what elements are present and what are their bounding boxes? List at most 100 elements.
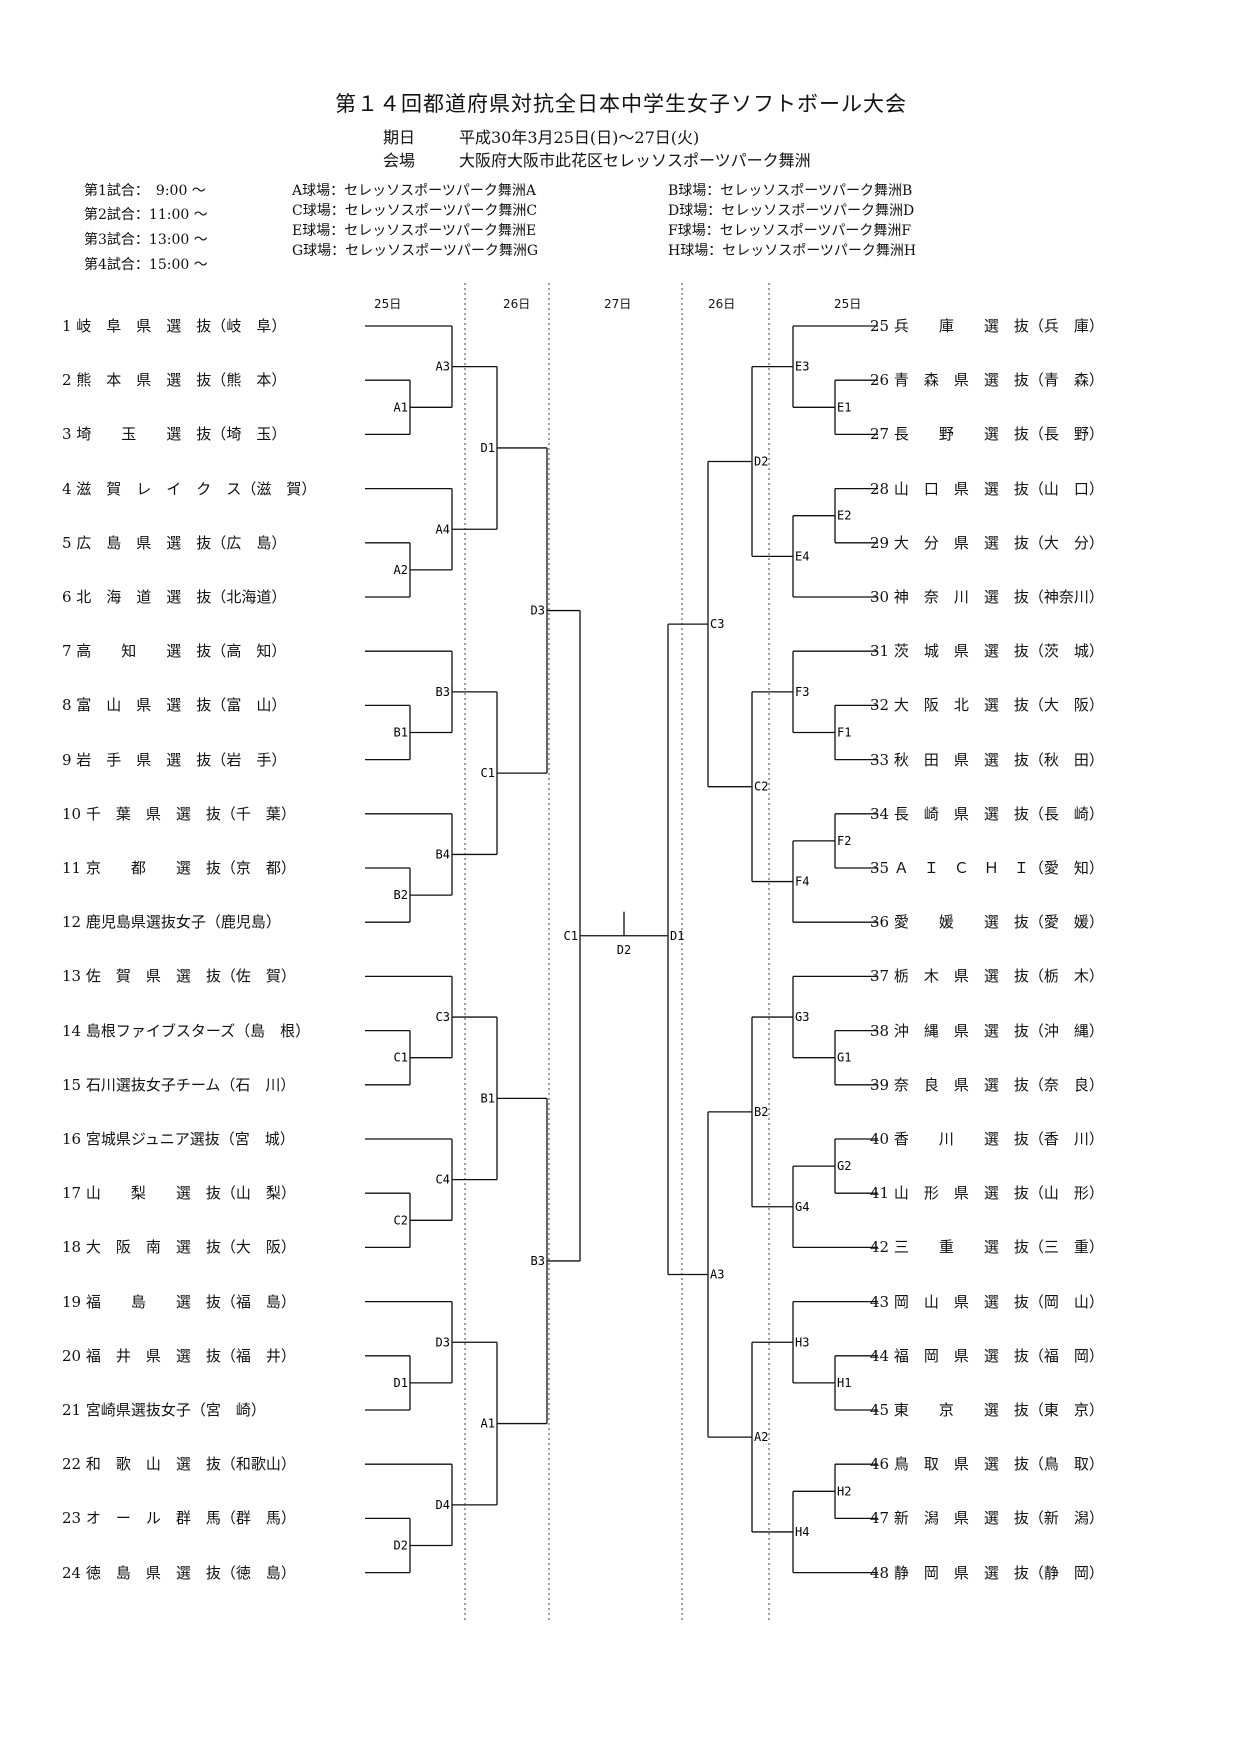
game-code: E4: [795, 549, 809, 563]
team-entry: 36 愛 媛 選 抜（愛 媛）: [870, 913, 1104, 932]
team-entry: 17 山 梨 選 抜（山 梨）: [62, 1184, 296, 1203]
team-entry: 26 青 森 県 選 抜（青 森）: [870, 371, 1104, 390]
team-entry: 45 東 京 選 抜（東 京）: [870, 1401, 1104, 1419]
game-code: D2: [617, 943, 631, 957]
game-code: C2: [394, 1213, 408, 1227]
day-header-right-r1: 25日: [834, 297, 862, 311]
team-entry: 10 千 葉 県 選 抜（千 葉）: [62, 804, 296, 823]
team-entry: 6 北 海 道 選 抜（北海道）: [62, 588, 287, 606]
field-b: B球場：セレッソスポーツパーク舞洲B: [668, 183, 913, 199]
field-h: H球場：セレッソスポーツパーク舞洲H: [668, 243, 917, 259]
game-code: C3: [710, 617, 724, 631]
game-code: G1: [837, 1051, 851, 1065]
game-code: C1: [564, 929, 578, 943]
game-code: A2: [394, 563, 408, 577]
team-entry: 34 長 崎 県 選 抜（長 崎）: [870, 804, 1104, 823]
game-code: A2: [754, 1430, 768, 1444]
game-code: B2: [394, 888, 408, 902]
game-code: E1: [837, 400, 851, 414]
game-code: A4: [436, 522, 450, 536]
game-code: H2: [837, 1484, 851, 1498]
game-code: H3: [795, 1335, 809, 1349]
team-entry: 8 富 山 県 選 抜（富 山）: [62, 696, 287, 715]
game-code: E2: [837, 509, 851, 523]
game-code: D3: [436, 1335, 450, 1349]
game-code: B3: [531, 1254, 545, 1268]
schedule-game-1: 第1試合： 9:00 ～: [84, 183, 206, 199]
field-d: D球場：セレッソスポーツパーク舞洲D: [668, 203, 915, 219]
game-code: C3: [436, 1010, 450, 1024]
game-code: E3: [795, 360, 809, 374]
team-entry: 13 佐 賀 県 選 抜（佐 賀）: [62, 967, 296, 986]
game-code: F2: [837, 834, 851, 848]
game-code: F1: [837, 726, 851, 740]
game-code: D1: [394, 1376, 408, 1390]
game-code: B1: [481, 1091, 495, 1105]
team-entry: 22 和 歌 山 選 抜（和歌山）: [62, 1455, 296, 1474]
team-entry: 33 秋 田 県 選 抜（秋 田）: [870, 750, 1104, 769]
schedule-game-2: 第2試合：11:00 ～: [84, 207, 208, 223]
schedule-game-4: 第4試合：15:00 ～: [84, 257, 208, 273]
game-code: H4: [795, 1525, 809, 1539]
game-code: D1: [670, 929, 684, 943]
game-code: C1: [481, 766, 495, 780]
team-entry: 4 滋 賀 レ イ ク ス（滋 賀）: [62, 479, 317, 498]
day-header-left-r1: 25日: [374, 297, 402, 311]
field-f: F球場：セレッソスポーツパーク舞洲F: [668, 223, 912, 239]
game-code: D4: [436, 1498, 450, 1512]
field-a: A球場：セレッソスポーツパーク舞洲A: [292, 183, 536, 199]
team-entry: 2 熊 本 県 選 抜（熊 本）: [62, 371, 287, 390]
team-entry: 41 山 形 県 選 抜（山 形）: [870, 1184, 1104, 1203]
game-code: D2: [394, 1539, 408, 1553]
game-code: C1: [394, 1051, 408, 1065]
dates-label: 期日: [383, 128, 416, 147]
game-code: C4: [436, 1173, 450, 1187]
venue-value: 大阪府大阪市此花区セレッソスポーツパーク舞洲: [459, 151, 811, 170]
team-entry: 37 栃 木 県 選 抜（栃 木）: [870, 967, 1104, 986]
team-entry: 29 大 分 県 選 抜（大 分）: [870, 533, 1104, 552]
game-code: F3: [795, 685, 809, 699]
game-code: F4: [795, 875, 809, 889]
team-entry: 15 石川選抜女子チーム（石 川）: [62, 1075, 296, 1094]
game-code: G2: [837, 1159, 851, 1173]
team-entry: 43 岡 山 県 選 抜（岡 山）: [870, 1292, 1104, 1311]
team-entry: 11 京 都 選 抜（京 都）: [62, 859, 296, 877]
team-entry: 12 鹿児島県選抜女子（鹿児島）: [62, 913, 281, 932]
team-entry: 21 宮崎県選抜女子（宮 崎）: [62, 1401, 266, 1419]
team-entry: 35 Ａ Ｉ Ｃ Ｈ Ｉ（愛 知）: [870, 859, 1104, 877]
team-entry: 32 大 阪 北 選 抜（大 阪）: [870, 696, 1104, 715]
team-entry: 48 静 岡 県 選 抜（静 岡）: [870, 1563, 1104, 1582]
game-code: B1: [394, 726, 408, 740]
team-entry: 1 岐 阜 県 選 抜（岐 阜）: [62, 317, 287, 335]
field-g: G球場：セレッソスポーツパーク舞洲G: [292, 243, 539, 259]
team-entry: 44 福 岡 県 選 抜（福 岡）: [870, 1346, 1104, 1365]
venue-label: 会場: [383, 151, 416, 170]
team-entry: 14 島根ファイブスターズ（島 根）: [62, 1021, 311, 1040]
team-entry: 16 宮城県ジュニア選抜（宮 城）: [62, 1130, 295, 1148]
team-entry: 31 茨 城 県 選 抜（茨 城）: [870, 642, 1104, 661]
team-entry: 46 鳥 取 県 選 抜（鳥 取）: [870, 1455, 1104, 1474]
game-code: B2: [754, 1105, 768, 1119]
game-code: D3: [531, 604, 545, 618]
day-header-final: 27日: [604, 297, 632, 311]
team-entry: 30 神 奈 川 選 抜（神奈川）: [870, 588, 1104, 606]
schedule-game-3: 第3試合：13:00 ～: [84, 232, 208, 248]
day-header-left-r2: 26日: [503, 297, 531, 311]
team-entry: 18 大 阪 南 選 抜（大 阪）: [62, 1238, 296, 1257]
game-code: G3: [795, 1010, 809, 1024]
team-entry: 47 新 潟 県 選 抜（新 潟）: [870, 1509, 1104, 1528]
team-entry: 20 福 井 県 選 抜（福 井）: [62, 1346, 296, 1365]
field-e: E球場：セレッソスポーツパーク舞洲E: [292, 223, 537, 239]
team-entry: 5 広 島 県 選 抜（広 島）: [62, 533, 287, 552]
game-code: G4: [795, 1200, 809, 1214]
game-code: A1: [481, 1417, 495, 1431]
game-code: A3: [710, 1268, 724, 1282]
team-entry: 23 オ ー ル 群 馬（群 馬）: [62, 1509, 296, 1528]
team-entry: 39 奈 良 県 選 抜（奈 良）: [870, 1075, 1104, 1094]
team-entry: 19 福 島 選 抜（福 島）: [62, 1292, 296, 1311]
team-entry: 28 山 口 県 選 抜（山 口）: [870, 479, 1104, 498]
game-code: H1: [837, 1376, 851, 1390]
dates-value: 平成30年3月25日(日)～27日(火): [459, 128, 700, 147]
game-code: A1: [394, 400, 408, 414]
